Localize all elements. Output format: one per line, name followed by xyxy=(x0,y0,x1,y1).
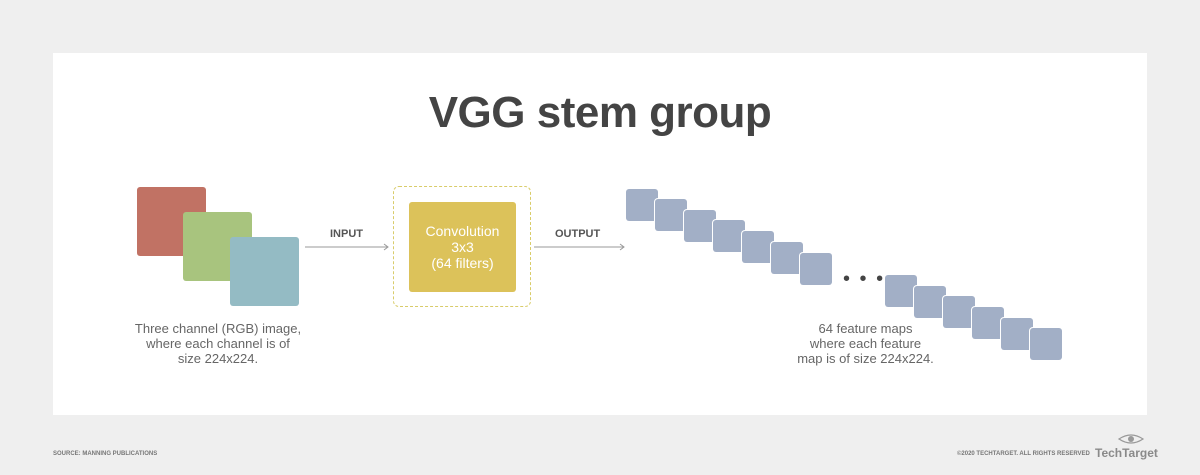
ellipsis: • • • xyxy=(843,268,886,290)
feature-map xyxy=(684,210,716,242)
feature-map xyxy=(943,296,975,328)
feature-map xyxy=(626,189,658,221)
feature-map xyxy=(972,307,1004,339)
techtarget-logo: TechTarget xyxy=(1095,446,1158,460)
feature-map xyxy=(655,199,687,231)
feature-map xyxy=(1030,328,1062,360)
input-caption-line-1: Three channel (RGB) image, xyxy=(134,321,302,336)
input-arrow xyxy=(305,243,389,251)
feature-map xyxy=(713,220,745,252)
input-caption-line-2: where each channel is of xyxy=(146,336,290,351)
feature-map xyxy=(1001,318,1033,350)
convolution-line-1: Convolution xyxy=(425,223,500,239)
output-caption-line-3: map is of size 224x224. xyxy=(797,351,934,366)
output-caption: 64 feature maps where each feature map i… xyxy=(748,321,983,366)
input-caption: Three channel (RGB) image, where each ch… xyxy=(118,321,318,366)
feature-map xyxy=(771,242,803,274)
feature-map xyxy=(914,286,946,318)
diagram-title: VGG stem group xyxy=(428,88,772,137)
output-caption-line-2: where each feature xyxy=(809,336,922,351)
source-note: SOURCE: MANNING PUBLICATIONS xyxy=(53,451,158,457)
convolution-line-3: (64 filters) xyxy=(431,255,494,271)
blue-channel-square xyxy=(230,237,299,306)
techtarget-eye-icon xyxy=(1117,434,1145,444)
convolution-dashed-border xyxy=(393,186,531,307)
output-label: OUTPUT xyxy=(555,228,601,240)
input-label: INPUT xyxy=(330,228,363,240)
copyright-note: ©2020 TECHTARGET. ALL RIGHTS RESERVED xyxy=(957,451,1090,457)
convolution-block: Convolution 3x3 (64 filters) xyxy=(409,202,516,292)
feature-map xyxy=(885,275,917,307)
feature-map xyxy=(800,253,832,285)
output-arrow xyxy=(534,243,625,251)
feature-map xyxy=(742,231,774,263)
convolution-line-2: 3x3 xyxy=(451,239,474,255)
input-caption-line-3: size 224x224. xyxy=(177,351,259,366)
output-caption-line-1: 64 feature maps xyxy=(818,321,913,336)
